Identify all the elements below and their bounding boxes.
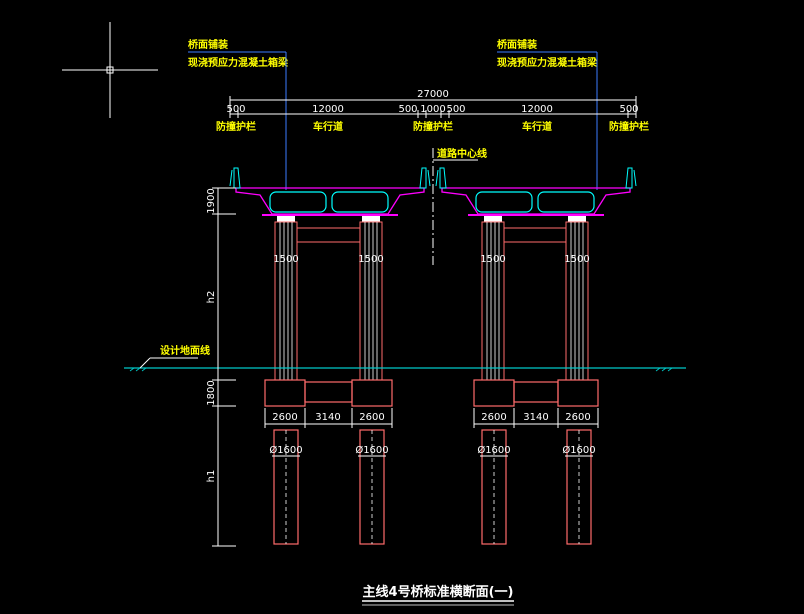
pile-dia-3: Ø1600 <box>477 444 510 456</box>
column-label-2: 1500 <box>358 254 383 265</box>
cap-dim-right-3: 2600 <box>565 412 590 423</box>
cap-dim-left-1: 2600 <box>272 412 297 423</box>
box-girder-label-left: 现浇预应力混凝土箱梁 <box>188 56 289 69</box>
cap-dimension-lines <box>264 408 599 428</box>
seg-5: 500 <box>446 104 465 115</box>
pile-dia-2: Ø1600 <box>355 444 388 456</box>
cad-crosshair-cursor <box>62 22 158 118</box>
road-centerline-label: 道路中心线 <box>437 147 487 160</box>
seg-7: 500 <box>619 104 638 115</box>
seg-1: 500 <box>226 104 245 115</box>
column-label-3: 1500 <box>480 254 505 265</box>
segment-name-barrier-right: 防撞护栏 <box>609 120 649 133</box>
drawing-title: 主线4号桥标准横断面(一) <box>363 584 514 600</box>
ground-line-label: 设计地面线 <box>160 344 210 357</box>
segment-name-lane-left: 车行道 <box>313 120 343 133</box>
vertical-dimension-chain <box>212 187 236 547</box>
seg-3: 500 <box>398 104 417 115</box>
column-label-1: 1500 <box>273 254 298 265</box>
segment-name-barrier-left: 防撞护栏 <box>216 120 256 133</box>
pile-centerlines <box>285 430 580 544</box>
piles <box>273 429 592 545</box>
overall-width-text: 27000 <box>417 89 449 100</box>
bearings <box>277 216 586 222</box>
seg-2: 12000 <box>312 104 344 115</box>
pile-caps <box>264 379 599 407</box>
girder-height-dim: 1900 <box>206 188 217 213</box>
pile-dia-4: Ø1600 <box>562 444 595 456</box>
ground-hatch <box>129 367 673 372</box>
cap-height-dim: 1800 <box>206 380 217 405</box>
seg-6: 12000 <box>521 104 553 115</box>
pier-height-dim: h2 <box>206 291 217 304</box>
seg-4: 1000 <box>420 104 445 115</box>
deck-pavement-label-left: 桥面铺装 <box>188 38 228 51</box>
pile-dia-1: Ø1600 <box>269 444 302 456</box>
segment-name-barrier-middle: 防撞护栏 <box>413 120 453 133</box>
segment-name-lane-right: 车行道 <box>522 120 552 133</box>
pile-length-dim: h1 <box>206 470 217 483</box>
cap-dim-left-3: 2600 <box>359 412 384 423</box>
deck-pavement-label-right: 桥面铺装 <box>497 38 537 51</box>
cap-dim-right-2: 3140 <box>523 412 548 423</box>
pier-rebar-lines <box>279 222 584 380</box>
column-label-4: 1500 <box>564 254 589 265</box>
box-girder-right <box>435 167 637 216</box>
segment-dimension-line <box>230 110 636 118</box>
box-girder-label-right: 现浇预应力混凝土箱梁 <box>497 56 598 69</box>
cap-dim-left-2: 3140 <box>315 412 340 423</box>
cap-dim-right-1: 2600 <box>481 412 506 423</box>
box-girder-left <box>229 167 431 216</box>
pier-columns <box>274 221 589 381</box>
